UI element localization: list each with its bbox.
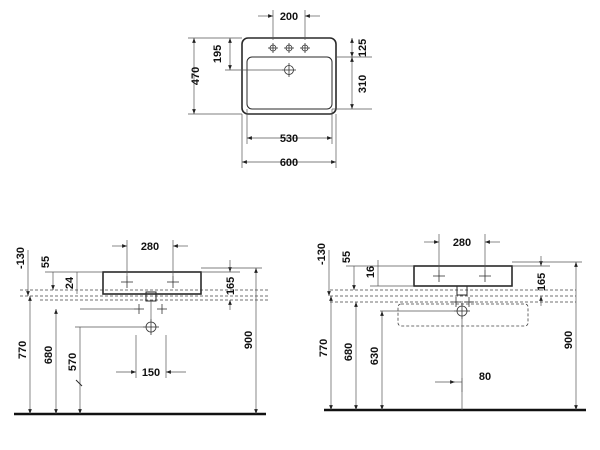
top-view: 200 470 195 125 310 530 600 <box>188 10 372 169</box>
valve-icon <box>134 304 144 314</box>
dim-680-left: 680 <box>43 346 55 364</box>
valve-icon <box>157 304 167 314</box>
tap-hole-icon <box>167 276 179 288</box>
dim-570: 570 <box>67 353 79 371</box>
dim-80: 80 <box>479 371 491 383</box>
basin-outline-right <box>413 265 513 287</box>
front-view-left: 280 -130 55 24 165 770 680 570 900 <box>14 240 270 416</box>
basin-outline-top <box>241 37 337 115</box>
valve-icon <box>451 297 461 307</box>
dim-165-right: 165 <box>536 273 548 291</box>
dim-280-right: 280 <box>453 237 471 249</box>
dim-55-right: 55 <box>341 251 353 263</box>
tap-hole-icon <box>268 43 278 53</box>
dim-900-right: 900 <box>563 331 575 349</box>
dim-200: 200 <box>280 11 298 23</box>
dim-310: 310 <box>357 75 369 93</box>
dim-630: 630 <box>369 347 381 365</box>
dim-680-right: 680 <box>343 343 355 361</box>
dim-minus-130-left: -130 <box>15 247 27 269</box>
dim-280-left: 280 <box>141 241 159 253</box>
dim-125: 125 <box>357 39 369 57</box>
dim-530: 530 <box>280 133 298 145</box>
vanity-unit <box>397 303 529 327</box>
dim-16: 16 <box>365 266 377 278</box>
tap-hole-icon <box>479 270 491 282</box>
valve-icon <box>464 297 474 307</box>
basin-outline-left <box>102 271 202 295</box>
dim-150: 150 <box>142 367 160 379</box>
dim-770-right: 770 <box>318 339 330 357</box>
tap-hole-icon <box>300 43 310 53</box>
dim-55-left: 55 <box>40 256 52 268</box>
tap-hole-icon <box>121 276 133 288</box>
dim-470: 470 <box>190 67 202 85</box>
tap-hole-icon <box>284 43 294 53</box>
dim-600: 600 <box>280 157 298 169</box>
dim-minus-130-right: -130 <box>316 243 328 265</box>
dim-165-left: 165 <box>225 277 237 295</box>
dim-900-left: 900 <box>243 331 255 349</box>
dim-195: 195 <box>212 45 224 63</box>
tap-hole-icon <box>433 270 445 282</box>
dim-770-left: 770 <box>17 341 29 359</box>
dim-24: 24 <box>64 276 76 289</box>
bowl-outline-top <box>246 56 333 110</box>
front-view-right: 280 -130 55 16 165 770 680 630 900 <box>316 234 586 412</box>
